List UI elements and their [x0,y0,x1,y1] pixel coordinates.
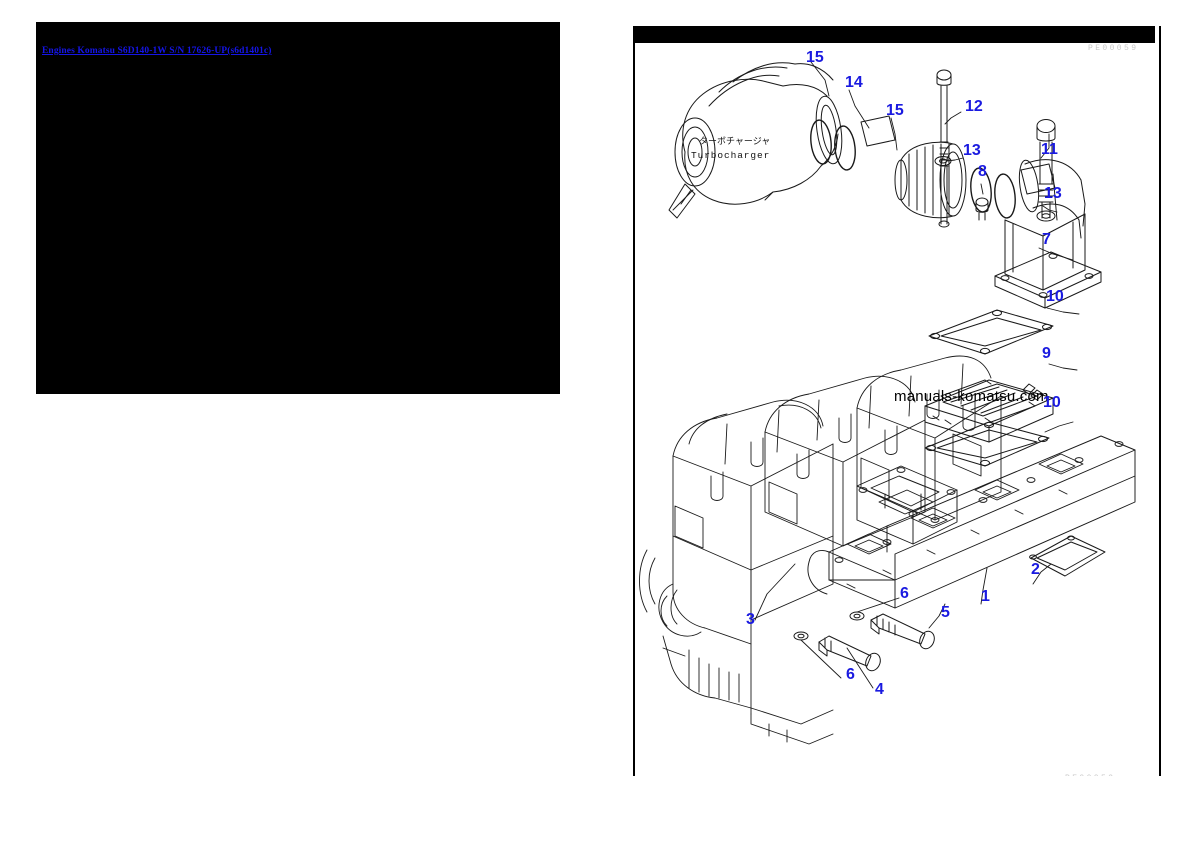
callout-number-3: 3 [746,611,755,628]
diagram-header-bar [633,26,1155,43]
bolt-11 [1036,119,1056,219]
bolt-12 [936,69,952,228]
site-watermark: manuals-komatsu.com [894,388,1049,405]
washer-6-upper [849,611,865,621]
callout-number-14: 14 [845,74,863,91]
callout-number-15: 15 [806,49,824,66]
callout-number-6b: 6 [846,666,855,683]
catalog-document-link[interactable]: Engines Komatsu S6D140-1W S/N 17626-UP(s… [42,46,272,56]
callout-number-12: 12 [965,98,983,115]
bolt-5 [870,613,935,650]
engine-cylinder-head [639,355,1002,745]
bolt-4 [818,635,881,672]
parts-diagram-panel: ターボチャージャ Turbocharger PE00059 PE00059 [633,24,1161,776]
callout-number-9: 9 [1042,345,1051,362]
plug-8 [975,197,989,221]
drawing-code-bottom: PE00059 [1065,774,1115,776]
callout-number-13b: 13 [1044,185,1062,202]
exploded-parts-drawing: ターボチャージャ Turbocharger [639,61,1136,745]
callout-leader-lines [754,61,1080,689]
washer-13-right [1036,210,1056,222]
diagram-left-border [633,26,635,776]
callout-number-1: 1 [981,588,990,605]
callout-number-13: 13 [963,142,981,159]
intake-manifold-1 [807,435,1136,609]
gasket-10-lower [924,421,1050,467]
callout-number-11: 11 [1041,141,1058,158]
bellows-hose-14 [894,141,967,219]
gasket-2 [1029,535,1106,577]
callout-number-15b: 15 [886,102,904,119]
turbocharger-label-en: Turbocharger [691,150,770,161]
callout-number-4: 4 [875,681,884,698]
callout-number-5: 5 [941,604,950,621]
seal-ring-15-left [810,115,896,171]
washer-13-left [934,156,952,166]
callout-number-10b: 10 [1043,394,1061,411]
turbocharger-part [668,62,843,219]
turbocharger-label-jp: ターボチャージャ [699,136,770,147]
washer-6-lower [793,631,809,641]
callout-number-10: 10 [1046,288,1064,305]
drawing-code-top: PE00059 [1088,44,1139,53]
document-viewer-panel[interactable]: Engines Komatsu S6D140-1W S/N 17626-UP(s… [36,22,560,394]
intake-elbow-7 [994,159,1102,309]
callout-number-6: 6 [900,585,909,602]
callout-number-2: 2 [1031,561,1040,578]
callout-number-7: 7 [1042,231,1051,248]
air-heater-9 [924,379,1054,443]
callout-number-8: 8 [978,163,987,180]
gasket-10-upper [928,309,1054,355]
diagram-right-border [1159,26,1161,776]
